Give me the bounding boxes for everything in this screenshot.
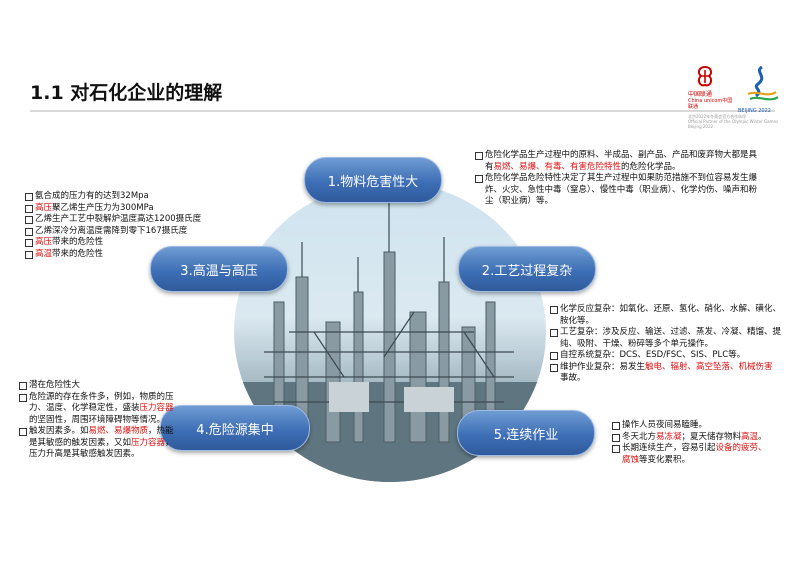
continuous-operation-notes: 操作人员夜间易瞌睡。 冬天北方易冻凝；夏天储存物料高温。 长期连续生产，容易引起… (611, 420, 773, 466)
list-item: 操作人员夜间易瞌睡。 (611, 420, 773, 432)
list-item: 高压聚乙烯生产压力为300MPa (24, 203, 274, 215)
list-item: 危险源的存在条件多，例如，物质的压力、温度、化学稳定性，盛装压力容器的坚固性，周… (18, 392, 180, 427)
page-title: 1.1 对石化企业的理解 (30, 82, 223, 104)
partner-note: 北京2022年冬奥会官方合作伙伴 (688, 114, 747, 119)
list-item: 自控系统复杂：DCS、ESD/FSC、SIS、PLC等。 (549, 350, 781, 362)
node-material-hazard[interactable]: 1.物料危害性大 (304, 157, 442, 203)
title-divider (30, 110, 775, 112)
process-complexity-notes: 化学反应复杂：如氧化、还原、氢化、硝化、水解、磺化、胺化等。 工艺复杂：涉及反应… (549, 304, 781, 385)
list-item: 氨合成的压力有的达到32Mpa (24, 191, 274, 203)
list-item: 冬天北方易冻凝；夏天储存物料高温。 (611, 432, 773, 444)
list-item: 维护作业复杂：易发生触电、辐射、高空坠落、机械伤害事故。 (549, 362, 781, 385)
list-item: 化学反应复杂：如氧化、还原、氢化、硝化、水解、磺化、胺化等。 (549, 304, 781, 327)
logo-cn-text: 中国联通 (688, 91, 713, 98)
temp-pressure-notes: 氨合成的压力有的达到32Mpa 高压聚乙烯生产压力为300MPa 乙烯生产工艺中… (24, 191, 274, 260)
hazard-concentration-notes: 潜在危险性大 危险源的存在条件多，例如，物质的压力、温度、化学稳定性，盛装压力容… (18, 380, 180, 461)
node-process-complexity[interactable]: 2.工艺过程复杂 (458, 246, 596, 292)
list-item: 危险化学品危险特性决定了其生产过程中如果防范措施不到位容易发生爆炸、火灾、急性中… (474, 173, 760, 208)
node-high-temp-pressure[interactable]: 3.高温与高压 (150, 246, 288, 292)
list-item: 乙烯深冷分离温度需降到零下167摄氏度 (24, 226, 274, 238)
winter-games-emblem-icon (747, 65, 779, 101)
list-item: 高压带来的危险性 (24, 237, 274, 249)
partner-mark: BEIJING 2022 (738, 108, 771, 114)
list-item: 工艺复杂：涉及反应、输送、过滤、蒸发、冷凝、精馏、提纯、吸附、干燥、粉碎等多个单… (549, 327, 781, 350)
node-hazard-concentration[interactable]: 4.危险源集中 (160, 405, 310, 451)
list-item: 潜在危险性大 (18, 380, 180, 392)
node-continuous-operation[interactable]: 5.连续作业 (457, 410, 595, 456)
list-item: 乙烯生产工艺中裂解炉温度高达1200摄氏度 (24, 214, 274, 226)
list-item: 触发因素多。如易燃、易爆物质，热能是其敏感的触发因素，又如压力容器，压力升高是其… (18, 426, 180, 461)
refinery-photo (234, 182, 546, 482)
list-item: 长期连续生产，容易引起设备的疲劳、腐蚀等变化累积。 (611, 443, 773, 466)
logo-en-text: China unicom中国联通 (688, 98, 733, 110)
list-item: 危险化学品生产过程中的原料、半成品、副产品、产品和废弃物大都是具有易燃、易爆、有… (474, 150, 760, 173)
partner-fine-print: Official Partner of the Olympic Winter G… (688, 119, 779, 129)
china-unicom-logo-icon (697, 65, 713, 87)
material-hazard-notes: 危险化学品生产过程中的原料、半成品、副产品、产品和废弃物大都是具有易燃、易爆、有… (474, 150, 760, 208)
logo-area: 中国联通 China unicom中国联通 BEIJING 2022 (688, 60, 788, 118)
list-item: 高温带来的危险性 (24, 249, 274, 261)
